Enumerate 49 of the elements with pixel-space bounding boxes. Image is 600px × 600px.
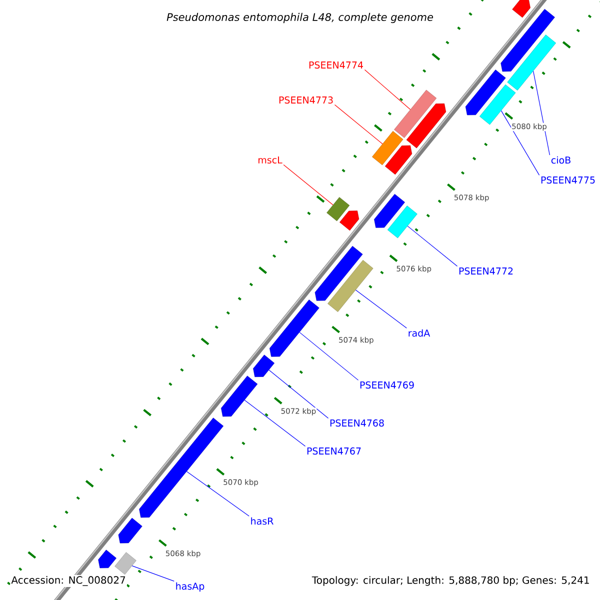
gene-label: PSEEN4767 [307,447,361,455]
gene-block [340,210,360,231]
gene-block [394,90,437,138]
leader-line [364,70,411,110]
gene-block [118,518,142,544]
leader-line [355,290,407,328]
leader-line [268,370,329,418]
gene-block [139,418,224,518]
gene-label: hasAp [176,582,204,592]
leader-line [532,70,550,156]
gene-block [253,354,275,377]
gene-block [500,8,555,72]
gene-block [372,131,404,166]
gene-label: PSEEN4774 [309,61,363,69]
title: Pseudomonas entomophila L48, complete genome [166,12,434,24]
gene-block [406,103,446,148]
gene-label: mscL [258,156,282,164]
leader-line [299,332,359,380]
gene-block [512,0,530,18]
gene-block [384,145,412,175]
gene-label: PSEEN4769 [360,381,414,389]
gene-label: PSEEN4775 [541,176,595,184]
leader-line [334,104,383,144]
leader-line [132,566,174,582]
gene-block [328,260,374,312]
gene-block [507,34,556,91]
leader-line [407,226,458,266]
gene-label: cioB [551,156,570,164]
gene-label: PSEEN4772 [459,267,513,275]
leader-line [283,164,334,206]
leader-line [244,400,306,446]
gene-block [374,194,405,228]
gene-block [98,550,116,568]
gene-block [270,300,320,357]
gene-block [314,246,363,301]
gene-block [465,70,506,116]
gene-block [387,206,418,238]
gene-label: PSEEN4768 [330,419,384,427]
gene-block [480,84,516,125]
leader-line [500,110,540,176]
gene-block [326,197,350,222]
accession-text: Accession: NC_008027 [10,575,127,587]
gene-block [221,376,258,417]
gene-label: hasR [251,517,274,525]
leader-line [186,471,250,516]
gene-label: PSEEN4773 [279,96,333,104]
gene-label: radA [408,329,430,337]
genome-info-text: Topology: circular; Length: 5,888,780 bp; Genes: 5,241 [310,575,591,587]
gene-block [114,552,136,575]
